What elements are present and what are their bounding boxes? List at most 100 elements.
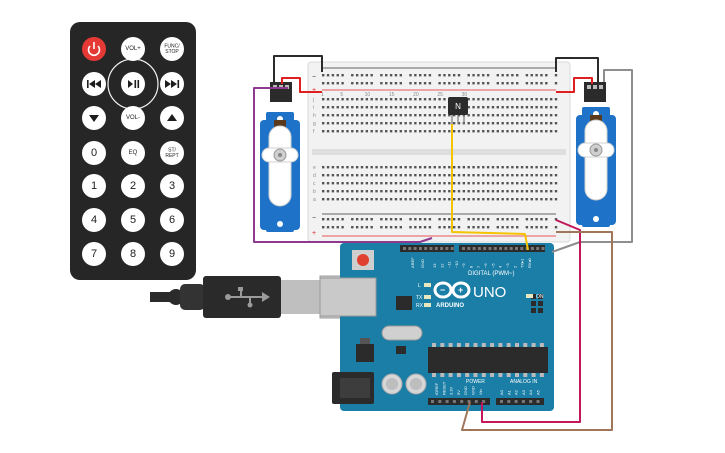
pin-hole[interactable]	[467, 247, 471, 250]
pin-hole[interactable]	[418, 247, 422, 250]
bb-hole	[375, 190, 378, 193]
pin-hole[interactable]	[424, 247, 428, 250]
bb-hole	[554, 114, 558, 117]
bb-hole	[545, 98, 548, 101]
pin-hole[interactable]	[438, 400, 442, 403]
bb-rail-hole	[452, 218, 456, 221]
pin-hole[interactable]	[514, 400, 518, 403]
remote-button-num-4[interactable]: 4	[82, 208, 106, 232]
remote-button-st-rept[interactable]: ST/REPT	[160, 141, 184, 165]
pin-hole[interactable]	[504, 247, 508, 250]
pin-hole[interactable]	[440, 247, 444, 250]
pin-hole[interactable]	[434, 247, 438, 250]
remote-button-num-4-cap[interactable]	[82, 208, 106, 232]
bb-hole	[385, 174, 388, 177]
pin-hole[interactable]	[477, 247, 481, 250]
pin-hole[interactable]	[460, 400, 464, 403]
remote-button-num-2-cap[interactable]	[121, 174, 145, 198]
pin-hole[interactable]	[499, 247, 503, 250]
pin-hole[interactable]	[500, 400, 503, 403]
remote-button-func-stop[interactable]: FUNC/STOP	[160, 37, 184, 61]
pin-hole[interactable]	[474, 400, 478, 403]
pin-hole[interactable]	[445, 400, 449, 403]
remote-button-num-7-cap[interactable]	[82, 242, 106, 266]
remote-button-st-rept-cap[interactable]	[160, 141, 184, 165]
remote-button-num-6-cap[interactable]	[160, 208, 184, 232]
bb-row-label: g	[313, 121, 316, 127]
remote-button-num-1-cap[interactable]	[82, 174, 106, 198]
bb-hole	[520, 122, 524, 125]
remote-button-num-9[interactable]: 9	[160, 242, 184, 266]
remote-button-num-9-cap[interactable]	[160, 242, 184, 266]
pin-hole[interactable]	[431, 400, 434, 403]
pin-hole[interactable]	[472, 247, 476, 250]
pin-hole[interactable]	[509, 247, 513, 250]
bb-rail-hole	[423, 226, 427, 229]
pin-hole[interactable]	[450, 247, 454, 250]
bb-rail-hole	[472, 218, 475, 221]
bb-hole	[452, 190, 456, 193]
pin-hole[interactable]	[529, 400, 533, 403]
pin-hole[interactable]	[521, 400, 525, 403]
remote-button-eq-cap[interactable]	[121, 141, 145, 165]
remote-button-vol-down-cap[interactable]	[121, 106, 145, 130]
remote-button-num-6[interactable]: 6	[160, 208, 184, 232]
remote-button-prev[interactable]	[82, 72, 106, 96]
remote-button-vol-up-cap[interactable]	[121, 37, 145, 61]
remote-button-num-3-cap[interactable]	[160, 174, 184, 198]
bb-hole	[380, 106, 383, 109]
pin-hole[interactable]	[467, 400, 471, 403]
remote-button-next[interactable]	[160, 72, 184, 96]
pin-hole[interactable]	[515, 247, 518, 250]
pin-hole[interactable]	[520, 247, 524, 250]
remote-button-eq[interactable]: EQ	[121, 141, 145, 165]
bb-rail-hole	[540, 218, 543, 221]
remote-button-num-7[interactable]: 7	[82, 242, 106, 266]
bb-hole	[322, 190, 325, 193]
pin-hole[interactable]	[403, 247, 406, 250]
remote-button-play-pause[interactable]	[121, 72, 145, 96]
remote-button-num-8-cap[interactable]	[121, 242, 145, 266]
remote-button-vol-up[interactable]: VOL+	[121, 37, 145, 61]
remote-button-num-8[interactable]: 8	[121, 242, 145, 266]
pin-hole[interactable]	[488, 247, 492, 250]
remote-button-num-1[interactable]: 1	[82, 174, 106, 198]
remote-button-num-0-cap[interactable]	[82, 141, 106, 165]
remote-button-down[interactable]	[82, 106, 106, 130]
pin-hole[interactable]	[408, 247, 412, 250]
chip-pin	[440, 373, 445, 377]
pin-hole[interactable]	[462, 247, 465, 250]
pin-hole[interactable]	[452, 400, 456, 403]
analog-pin-label: A5	[536, 389, 541, 395]
pin-hole[interactable]	[413, 247, 417, 250]
remote-button-func-stop-cap[interactable]	[160, 37, 184, 61]
bb-hole	[477, 106, 480, 109]
pin-hole[interactable]	[541, 247, 545, 250]
pin-hole[interactable]	[530, 247, 534, 250]
remote-button-num-2[interactable]: 2	[121, 174, 145, 198]
pin-hole[interactable]	[482, 400, 486, 403]
bb-hole	[448, 198, 451, 201]
pin-hole[interactable]	[536, 247, 540, 250]
remote-button-num-5[interactable]: 5	[121, 208, 145, 232]
pin-hole[interactable]	[493, 247, 497, 250]
remote-button-power[interactable]	[82, 37, 106, 61]
pin-hole[interactable]	[536, 400, 540, 403]
bb-hole	[511, 190, 514, 193]
remote-button-num-3[interactable]: 3	[160, 174, 184, 198]
bb-hole	[351, 114, 354, 117]
pin-hole[interactable]	[445, 247, 449, 250]
reset-button[interactable]	[357, 254, 369, 266]
pin-hole[interactable]	[429, 247, 433, 250]
remote-button-num-0[interactable]: 0	[82, 141, 106, 165]
remote-button-vol-down[interactable]: VOL-	[121, 106, 145, 130]
remote-button-up[interactable]	[160, 106, 184, 130]
pin-hole[interactable]	[483, 247, 487, 250]
pin-hole[interactable]	[507, 400, 511, 403]
remote-button-num-5-cap[interactable]	[121, 208, 145, 232]
bb-hole	[414, 174, 417, 177]
bb-rail-hole	[443, 82, 446, 85]
bb-hole	[491, 130, 495, 133]
